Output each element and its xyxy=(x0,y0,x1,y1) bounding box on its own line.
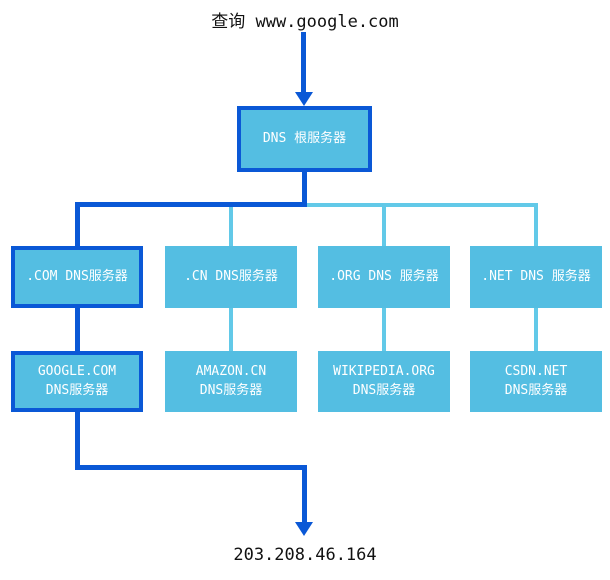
auth-server-box-google: GOOGLE.COM DNS服务器 xyxy=(11,351,143,412)
result-ip-label: 203.208.46.164 xyxy=(233,545,377,565)
drop-line-com xyxy=(75,202,80,248)
auth-server-name-csdn: CSDN.NET xyxy=(504,363,568,379)
link-line-net xyxy=(534,306,538,353)
tld-server-box-net: .NET DNS 服务器 xyxy=(470,246,602,308)
tld-server-box-com: .COM DNS服务器 xyxy=(11,246,143,308)
result-path-horizontal xyxy=(75,465,307,470)
query-arrow-line xyxy=(301,32,306,92)
auth-server-name-amazon: AMAZON.CN xyxy=(195,363,267,379)
branch-rail-dark-line xyxy=(75,202,307,207)
drop-line-cn xyxy=(229,207,233,248)
root-dns-server-box: DNS 根服务器 xyxy=(237,106,372,172)
link-line-cn xyxy=(229,306,233,353)
link-line-org xyxy=(382,306,386,353)
query-label: 查询 www.google.com xyxy=(211,12,399,32)
auth-server-box-wikipedia: WIKIPEDIA.ORG DNS服务器 xyxy=(318,351,450,412)
drop-line-net xyxy=(534,207,538,248)
root-dns-server-label: DNS 根服务器 xyxy=(262,130,347,146)
tld-server-label-net: .NET DNS 服务器 xyxy=(481,268,591,284)
result-arrowhead-icon xyxy=(295,522,313,536)
auth-server-type-amazon: DNS服务器 xyxy=(199,382,263,398)
auth-server-box-amazon: AMAZON.CN DNS服务器 xyxy=(165,351,297,412)
auth-server-box-csdn: CSDN.NET DNS服务器 xyxy=(470,351,602,412)
auth-server-name-google: GOOGLE.COM xyxy=(37,363,117,379)
link-line-com xyxy=(75,306,80,353)
root-stem-line xyxy=(302,172,307,206)
tld-server-label-org: .ORG DNS 服务器 xyxy=(329,268,439,284)
tld-server-label-com: .COM DNS服务器 xyxy=(26,268,128,284)
drop-line-org xyxy=(382,207,386,248)
tld-server-box-org: .ORG DNS 服务器 xyxy=(318,246,450,308)
auth-server-type-wikipedia: DNS服务器 xyxy=(352,382,416,398)
tld-server-box-cn: .CN DNS服务器 xyxy=(165,246,297,308)
auth-server-type-csdn: DNS服务器 xyxy=(504,382,568,398)
tld-server-label-cn: .CN DNS服务器 xyxy=(184,268,278,284)
auth-server-type-google: DNS服务器 xyxy=(45,382,109,398)
query-arrowhead-icon xyxy=(295,92,313,106)
result-path-vertical-2 xyxy=(302,465,307,522)
result-path-vertical-1 xyxy=(75,410,80,470)
branch-rail-light-line xyxy=(229,203,538,207)
auth-server-name-wikipedia: WIKIPEDIA.ORG xyxy=(333,363,435,379)
